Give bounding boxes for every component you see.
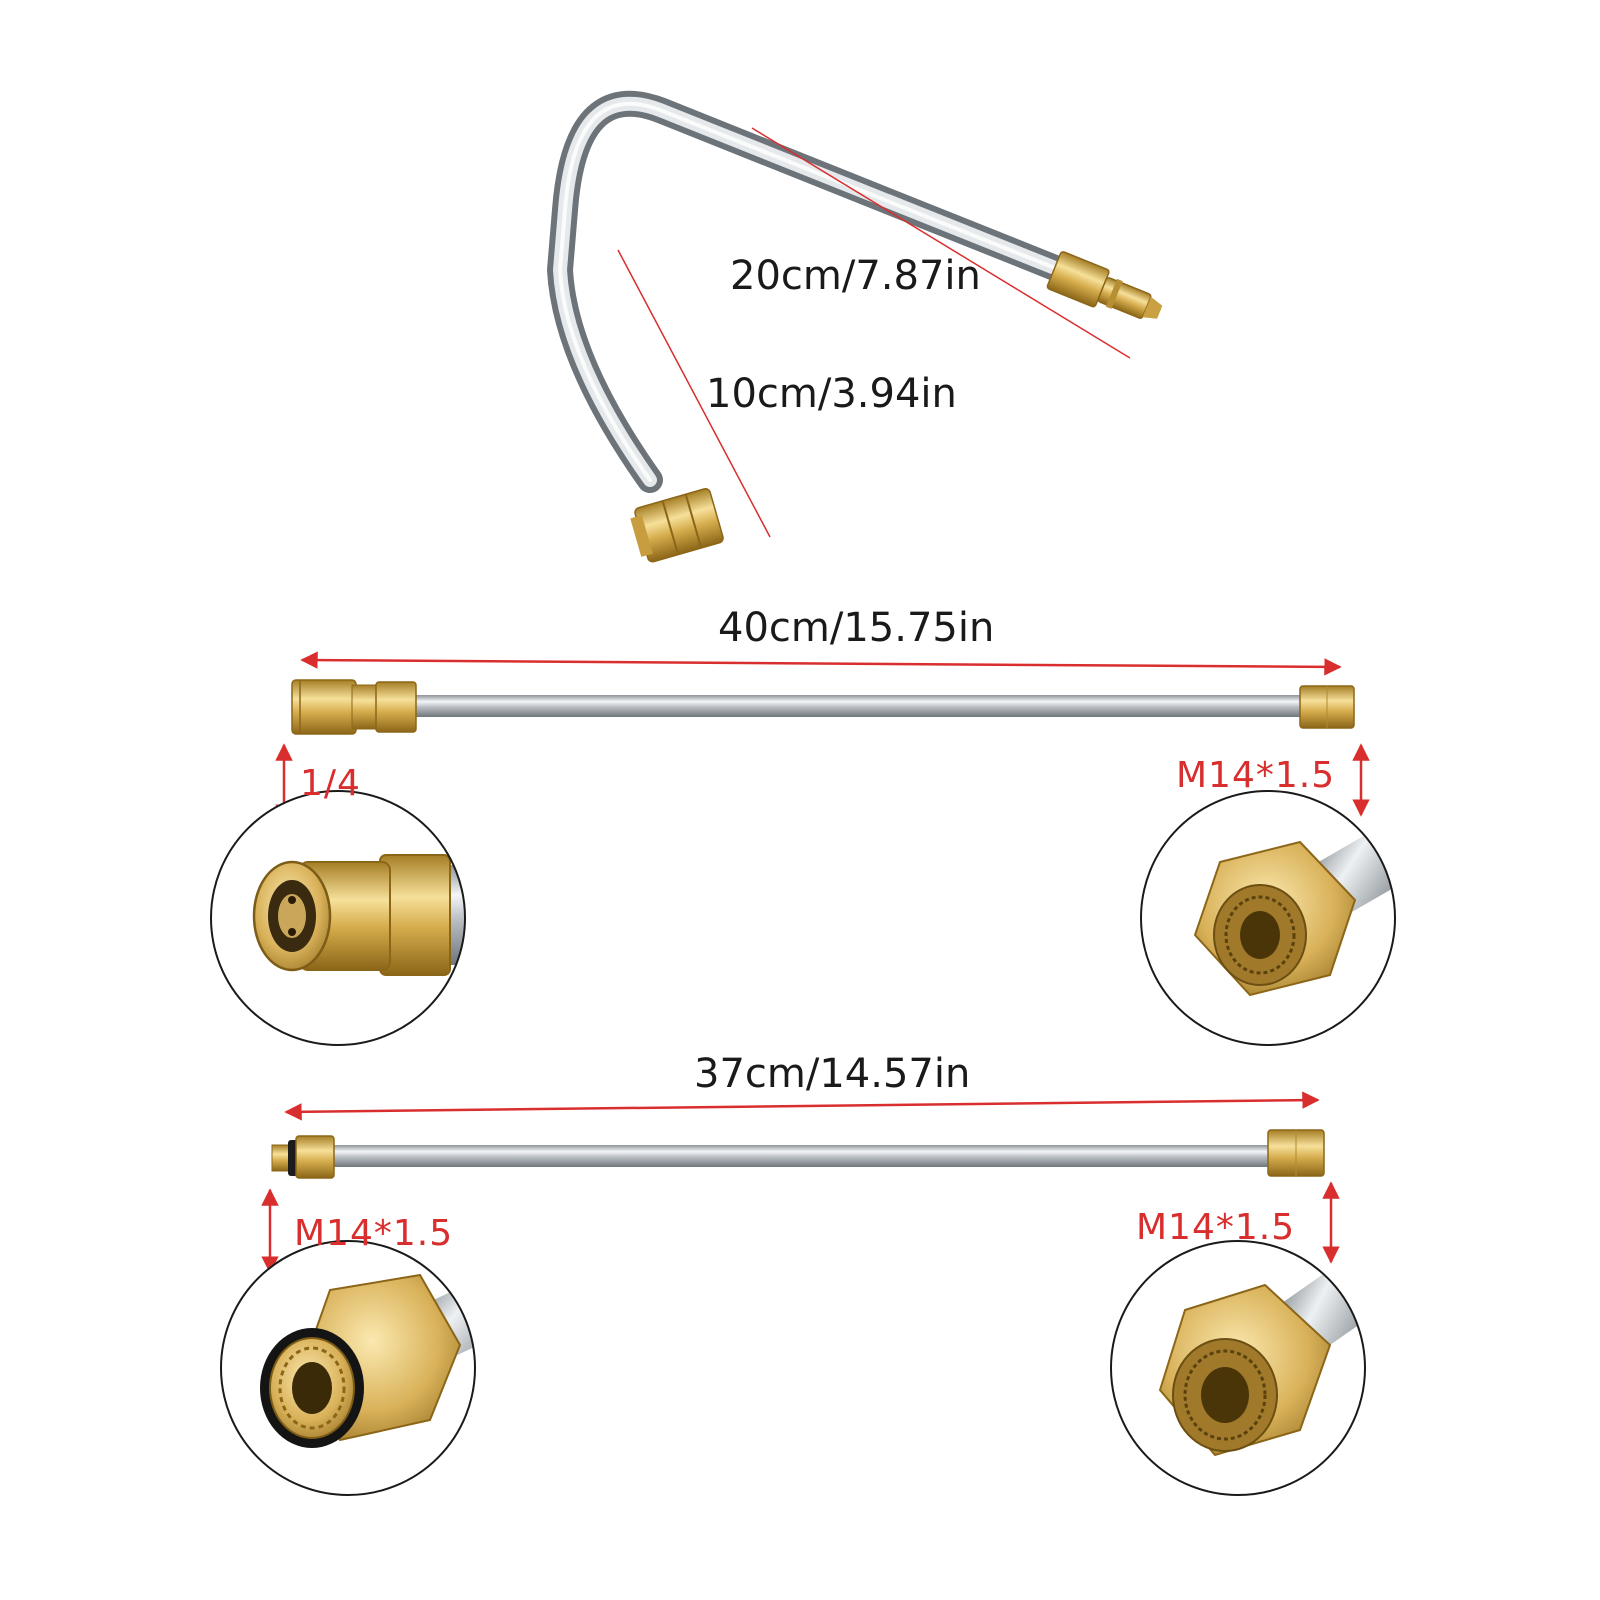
wand-1-right-fitting-label: M14*1.5 — [1176, 755, 1336, 796]
wand-2-left-detail — [220, 1240, 476, 1496]
wand-1-left-fitting-label: 1/4 — [300, 763, 361, 804]
wand-2-length-arrow — [284, 1091, 1320, 1121]
quick-connect-plug-icon — [1046, 251, 1163, 319]
wand-2-length-label: 37cm/14.57in — [694, 1051, 971, 1097]
bent-short-arm-label: 10cm/3.94in — [706, 371, 957, 417]
wand-1-length-arrow — [300, 651, 1342, 676]
bent-short-arm-dimension-line — [617, 249, 771, 538]
wand-2-left-fitting-label: M14*1.5 — [294, 1213, 454, 1254]
wand-1-left-detail — [210, 790, 466, 1046]
wand-2-right-fitting-label: M14*1.5 — [1136, 1207, 1296, 1248]
bent-wand-icon — [546, 90, 1163, 563]
straight-wand-icon — [271, 1129, 1325, 1179]
wand-2-right-detail — [1110, 1240, 1366, 1496]
quick-connect-coupler-icon — [630, 488, 724, 563]
wand-1-length-label: 40cm/15.75in — [718, 605, 995, 651]
bent-long-arm-label: 20cm/7.87in — [730, 253, 981, 299]
wand-1-right-detail — [1140, 790, 1396, 1046]
bent-long-arm-dimension-line — [751, 127, 1131, 359]
straight-wand-icon — [291, 679, 1355, 735]
